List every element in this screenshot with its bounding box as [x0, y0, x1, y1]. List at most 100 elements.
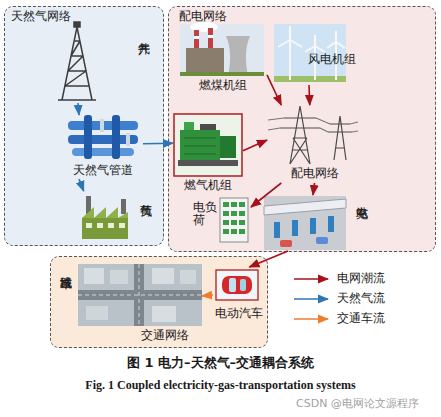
pipeline-icon-part: [112, 115, 120, 159]
wind-farm-icon-part: [278, 26, 345, 80]
city-road-icon-part: [134, 264, 144, 326]
coal-plant-icon-part: [180, 24, 264, 76]
gas-unit-icon-part: [184, 138, 216, 154]
electric-vehicle-icon-part: [229, 278, 236, 292]
flow-arrow: [243, 140, 267, 151]
building-icon: [220, 198, 248, 242]
network-region: 产气井天然气管道气负荷天然气网络: [4, 6, 164, 246]
coal-plant-icon-part: [186, 48, 224, 76]
wind-farm-icon-part: [305, 35, 325, 80]
wind-farm-icon-part: [327, 31, 345, 80]
legend-arrow: [294, 298, 328, 300]
pipeline-icon-part: [72, 148, 134, 156]
gas-well-icon-part: [58, 27, 96, 100]
city-road-icon-part: [152, 306, 176, 322]
charging-station-icon-part: [316, 237, 328, 244]
building-icon-part: [223, 202, 229, 207]
wind-farm-icon-part: [278, 26, 302, 80]
pipeline-icon-part: [100, 119, 104, 132]
wind-farm-icon-part: [274, 76, 346, 82]
gas-unit-icon: [174, 114, 242, 176]
legend-row: 交通车流: [292, 310, 385, 327]
coal-plant-icon-part: [208, 35, 213, 38]
component-box: 充电站: [263, 195, 388, 251]
component-box: 风电机组: [273, 23, 363, 85]
gas-load-icon-part: [82, 207, 128, 218]
component-box: 燃煤机组: [179, 23, 267, 95]
component-box: 产气井: [53, 23, 153, 103]
region-title: 交通网络: [141, 329, 189, 342]
charging-station-icon-part: [328, 216, 334, 232]
coal-plant-icon-part: [226, 36, 250, 76]
building-icon-part: [231, 220, 237, 225]
component-label: 电负荷: [193, 201, 219, 227]
gas-load-icon-part: [121, 199, 126, 214]
pipeline-icon-part: [126, 133, 130, 146]
component-label: 天然气管道: [63, 164, 143, 177]
gas-unit-icon-part: [220, 136, 236, 158]
component-label: 配电网络: [267, 167, 362, 180]
flow-arrow: [251, 183, 281, 207]
region-title: 配电网络: [179, 10, 227, 23]
charging-station-icon-part: [280, 240, 292, 247]
gas-well-icon-part: [74, 22, 80, 27]
gas-unit-icon-part: [180, 130, 220, 160]
building-icon-part: [223, 211, 229, 216]
city-road-icon-part: [110, 270, 128, 284]
city-road-icon-part: [78, 290, 202, 300]
gas-load-icon-part: [86, 223, 92, 228]
building-icon-part: [239, 220, 245, 225]
watermark: CSDN @电网论文源程序: [296, 398, 441, 410]
legend-text: 天然气流: [337, 290, 385, 307]
pipeline-icon-part: [68, 135, 138, 144]
transmission-tower-icon-part: [268, 118, 358, 132]
gas-well-icon: [58, 22, 96, 100]
flow-arrow: [313, 183, 315, 195]
legend-sample: [292, 313, 332, 325]
legend-row: 天然气流: [292, 290, 385, 307]
building-icon-part: [223, 220, 229, 225]
building-icon-part: [223, 229, 229, 234]
building-icon-part: [231, 229, 237, 234]
legend-sample: [292, 293, 332, 305]
legend-arrow: [294, 278, 328, 280]
component-box: 配电网络: [267, 105, 362, 183]
electric-vehicle-icon-part: [222, 276, 252, 294]
city-road-icon-part: [78, 264, 202, 326]
legend-text: 电网潮流: [337, 270, 385, 287]
coal-plant-icon: [180, 22, 264, 76]
legend-row: 电网潮流: [292, 270, 385, 287]
charging-station-icon: [264, 196, 346, 250]
building-icon-part: [231, 202, 237, 207]
flow-arrow: [267, 75, 281, 105]
legend-arrow: [294, 318, 328, 320]
electric-vehicle-icon-part: [240, 279, 246, 291]
network-region: 城市线路电动汽车交通网络: [50, 256, 268, 348]
gas-load-icon-part: [108, 223, 114, 228]
building-icon-part: [220, 198, 248, 242]
transmission-tower-icon-part: [328, 116, 352, 160]
charging-station-icon-part: [274, 222, 280, 238]
gas-load-icon: [82, 196, 128, 239]
gas-unit-icon-part: [184, 122, 194, 130]
electric-vehicle-icon: [216, 270, 258, 300]
building-icon-part: [239, 229, 245, 234]
component-box: 电负荷: [191, 197, 251, 247]
region-title: 天然气网络: [11, 10, 71, 23]
pipeline-icon-part: [84, 115, 92, 159]
network-region: 燃煤机组风电机组燃气机组配电网络电负荷充电站配电网络: [168, 6, 436, 252]
gas-load-icon-part: [97, 223, 103, 228]
city-road-icon-part: [78, 264, 202, 326]
component-box: 天然气管道: [63, 115, 143, 179]
building-icon-part: [239, 202, 245, 207]
gas-load-icon-part: [82, 218, 128, 239]
flow-arrow: [143, 142, 173, 144]
flow-arrow: [79, 179, 84, 191]
component-box: 城市线路: [57, 263, 202, 329]
coal-plant-icon-part: [194, 36, 199, 39]
flow-arrow: [249, 251, 288, 267]
coal-plant-icon-part: [180, 72, 264, 76]
building-icon-part: [223, 202, 245, 234]
